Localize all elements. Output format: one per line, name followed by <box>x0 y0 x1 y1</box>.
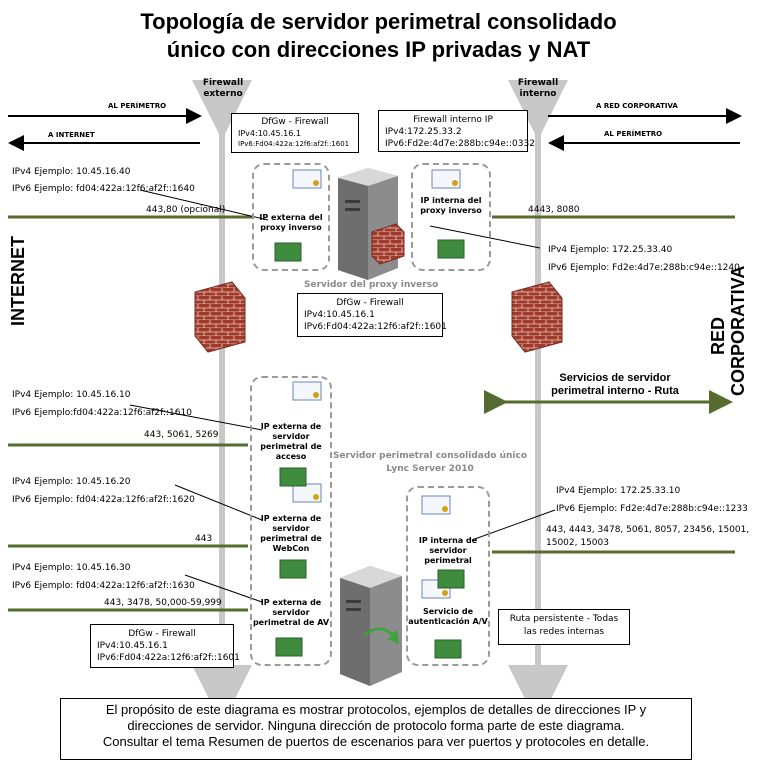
edge-internal-group <box>406 486 490 666</box>
title-line-1: Topología de servidor perimetral consoli… <box>140 9 617 34</box>
corporate-side-label: RED CORPORATIVA <box>708 265 748 396</box>
rp-internal-group <box>411 163 491 271</box>
edge-internal-ipv4: IPv4 Ejemplo: 172.25.33.10 <box>556 486 681 496</box>
nic-icon-auth <box>434 639 462 659</box>
nic-icon-webcon <box>279 559 307 579</box>
edge-server-caption: Servidor perimetral consolidado único Ly… <box>332 451 528 474</box>
dfgw-box-mid: DfGw - Firewall IPv4:10.45.16.1 IPv6:Fd0… <box>297 293 447 337</box>
edge-internal-label: IP interna de servidor perimetral <box>418 536 478 565</box>
webcon-ipv4: IPv4 Ejemplo: 10.45.16.20 <box>12 477 131 487</box>
rp-external-group <box>252 163 330 271</box>
firewall-internal-ip-box: Firewall interno IP IPv4:172.25.33.2 IPv… <box>378 110 535 152</box>
nic-icon-av <box>275 637 303 657</box>
edge-server-icon <box>340 566 402 686</box>
access-ipv4: IPv4 Ejemplo: 10.45.16.10 <box>12 390 131 400</box>
nic-icon-rp-ext <box>274 242 302 262</box>
footer-note: El propósito de este diagrama es mostrar… <box>60 698 692 760</box>
webcon-ports: 443 <box>195 534 213 544</box>
rp-internal-ipv4: IPv4 Ejemplo: 172.25.33.40 <box>548 245 673 255</box>
arrow-label-to-internet: A INTERNET <box>48 131 95 139</box>
access-ipv6: IPv6 Ejemplo:fd04:422a:12f6:af2f::1610 <box>12 408 192 418</box>
edge-internal-ports-2: 15002, 15003 <box>546 538 609 548</box>
edge-internal-ports-1: 443, 4443, 3478, 5061, 8057, 23456, 1500… <box>546 525 750 535</box>
external-firewall-wall-icon <box>194 281 246 353</box>
arrow-label-to-perimeter-right: AL PERÍMETRO <box>604 130 663 138</box>
external-firewall-label: Firewall externo <box>202 78 244 99</box>
reverse-proxy-server-icon <box>338 168 405 280</box>
av-ipv4: IPv4 Ejemplo: 10.45.16.30 <box>12 563 131 573</box>
rp-internal-ports: 4443, 8080 <box>528 205 580 215</box>
title-line-2: único con direcciones IP privadas y NAT <box>166 37 591 62</box>
rp-external-label: IP externa del proxy inverso <box>259 213 323 232</box>
av-label: IP externa de servidor perimetral de AV <box>252 598 330 627</box>
dfgw-box-bottom: DfGw - Firewall IPv4:10.45.16.1 IPv6:Fd0… <box>90 624 240 668</box>
edge-external-group <box>250 376 332 666</box>
diagram-title: Topología de servidor perimetral consoli… <box>0 8 757 64</box>
rp-internal-ipv6: IPv6 Ejemplo: Fd2e:4d7e:288b:c94e::1240 <box>548 263 740 273</box>
rp-internal-label: IP interna del proxy inverso <box>420 196 482 215</box>
internet-side-label: INTERNET <box>8 236 28 326</box>
rp-external-ipv4: IPv4 Ejemplo: 10.45.16.40 <box>12 167 131 177</box>
arrow-label-to-perimeter: AL PERÍMETRO <box>108 102 167 110</box>
rp-external-ipv6: IPv6 Ejemplo: fd04:422a:12f6:af2f::1640 <box>12 184 195 194</box>
rp-server-caption: Servidor del proxy inverso <box>304 280 439 290</box>
webcon-ipv6: IPv6 Ejemplo: fd04:422a:12f6:af2f::1620 <box>12 495 195 505</box>
rp-external-ports: 443,80 (opcional) <box>146 205 226 215</box>
arrow-label-to-corporate: A RED CORPORATIVA <box>596 102 678 110</box>
auth-service-label: Servicio de autenticación A/V <box>408 607 488 626</box>
nic-icon-rp-int <box>437 239 465 259</box>
dfgw-box-top: DfGw - Firewall IPv4:10.45.16.1 IPv6:Fd0… <box>231 113 359 153</box>
internal-firewall-wall-icon <box>511 281 563 353</box>
access-ports: 443, 5061, 5269 <box>144 430 219 440</box>
internal-services-label: Servicios de servidor perimetral interno… <box>551 372 679 397</box>
av-ports: 443, 3478, 50,000-59,999 <box>104 598 222 608</box>
edge-internal-ipv6: IPv6 Ejemplo: Fd2e:4d7e:288b:c94e::1233 <box>556 504 748 514</box>
persistent-route-box: Ruta persistente - Todas las redes inter… <box>498 609 630 645</box>
internal-firewall-label: Firewall interno <box>517 78 559 99</box>
av-ipv6: IPv6 Ejemplo: fd04:422a:12f6:af2f::1630 <box>12 581 195 591</box>
nic-icon-internal <box>437 569 465 589</box>
access-label: IP externa de servidor perimetral de acc… <box>260 422 322 461</box>
webcon-label: IP externa de servidor perimetral de Web… <box>260 514 322 553</box>
nic-icon-access <box>279 467 307 487</box>
